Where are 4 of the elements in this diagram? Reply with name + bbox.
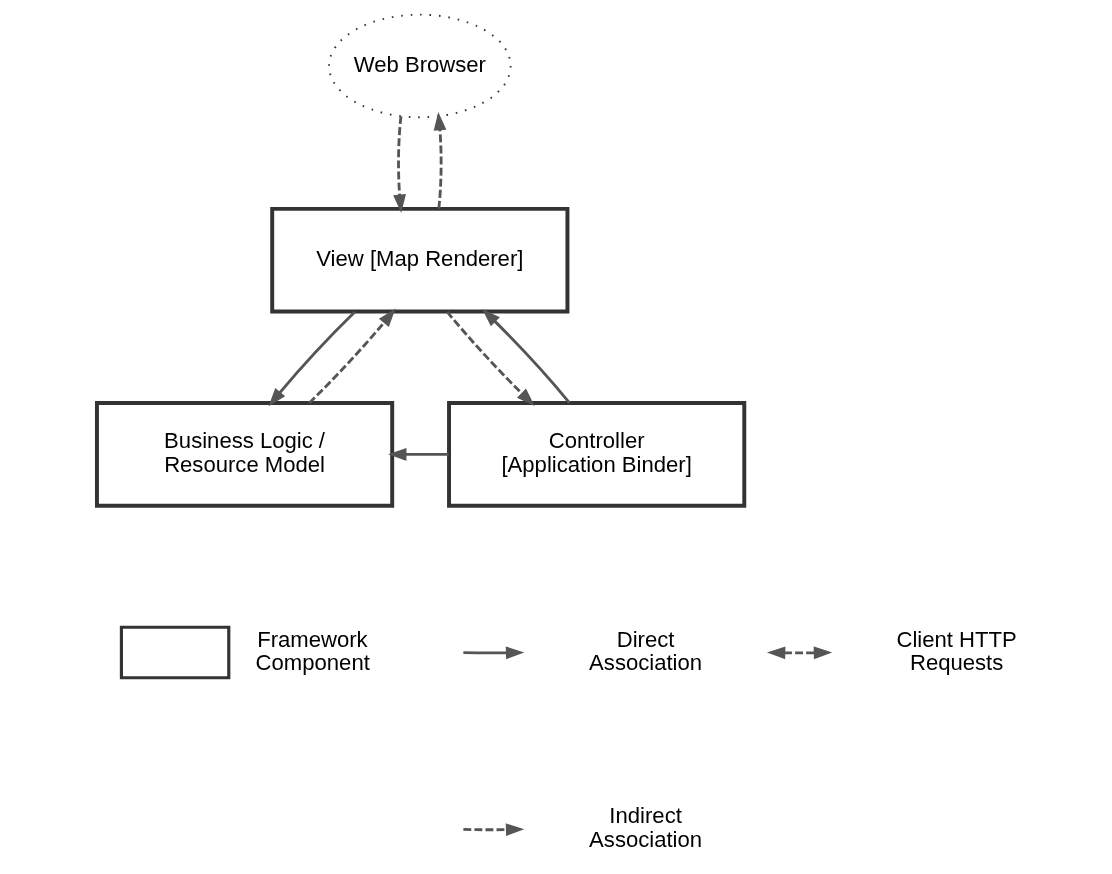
legend-label: Direct Association (589, 626, 703, 676)
legend-label: Indirect Association (589, 803, 703, 853)
legend-label: Client HTTP Requests (896, 626, 1017, 676)
legend-label: Framework Component (255, 626, 370, 676)
